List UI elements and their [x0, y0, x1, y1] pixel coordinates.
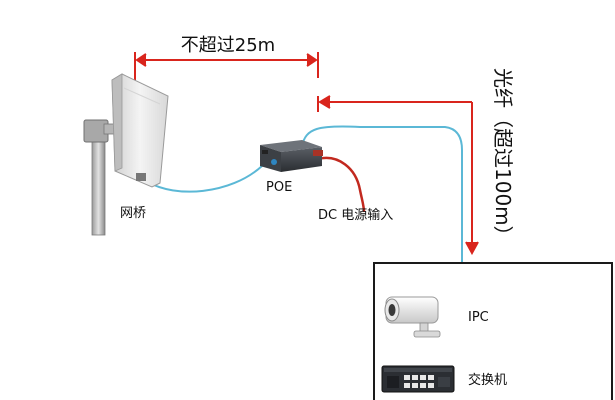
- bridge-label: 网桥: [120, 206, 146, 221]
- poe-to-switch-fiber: [301, 125, 463, 262]
- fiber-distance-dimension: [317, 95, 479, 256]
- panel-antenna-icon: [83, 73, 169, 236]
- ipc-label: IPC: [468, 310, 489, 325]
- dc-power-cable: [317, 156, 366, 213]
- network-switch-icon: [381, 365, 455, 393]
- poe-label: POE: [266, 180, 292, 195]
- dc-input-label: DC 电源输入: [318, 207, 393, 223]
- fiber-distance-label: 光纤（超过100m）: [491, 68, 515, 246]
- switch-label: 交换机: [468, 372, 507, 388]
- poe-injector-icon: [260, 140, 323, 172]
- wireless-distance-dimension: [134, 52, 319, 96]
- wireless-distance-label: 不超过25m: [181, 35, 275, 56]
- bullet-camera-icon: [384, 296, 441, 338]
- bridge-to-poe-cable: [147, 165, 263, 193]
